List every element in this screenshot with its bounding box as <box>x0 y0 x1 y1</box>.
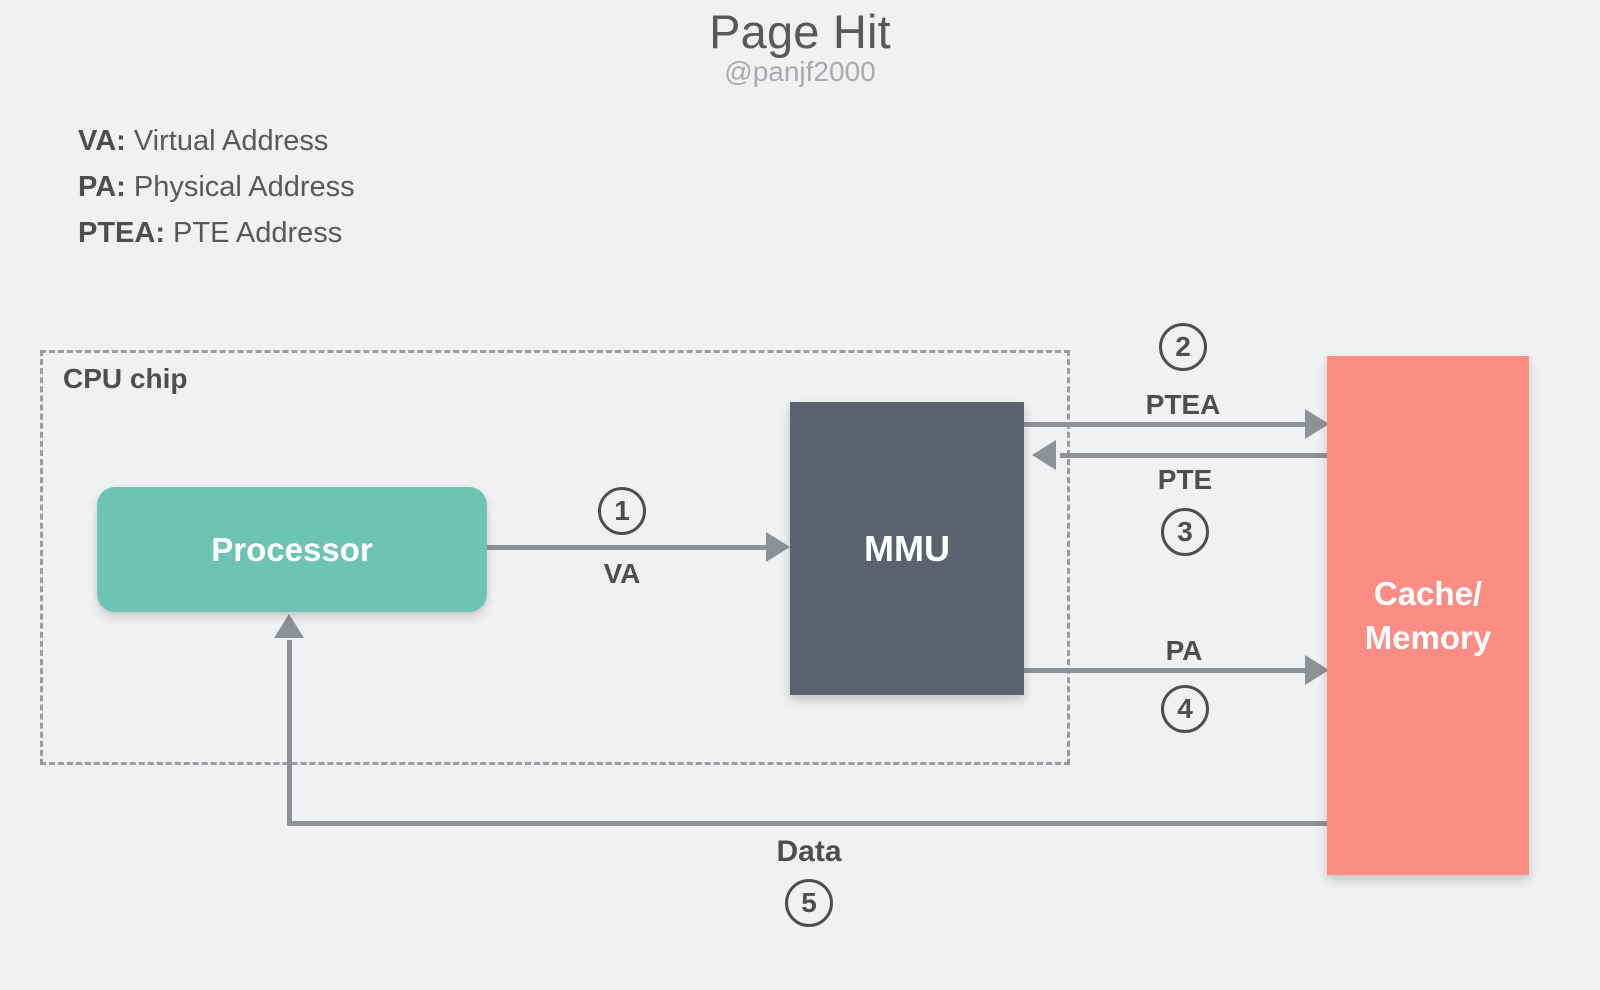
edge-va-arrowhead <box>766 532 790 562</box>
edge-va-line <box>487 545 768 550</box>
edge-pa-line <box>1024 668 1309 673</box>
step-circle-3: 3 <box>1161 508 1209 556</box>
legend-expansion-va: Virtual Address <box>125 125 329 157</box>
edge-data-vline <box>287 640 292 824</box>
node-cache-memory-label-line1: Cache/ <box>1373 574 1483 612</box>
cpu-chip-label: CPU chip <box>63 363 188 394</box>
legend-abbr-va: VA: <box>78 125 126 157</box>
edge-pte-arrowhead <box>1032 440 1056 470</box>
legend: VA: Virtual Address PA: Physical Address… <box>78 118 355 256</box>
node-processor-label: Processor <box>211 530 373 568</box>
edge-label-data: Data <box>776 835 842 868</box>
edge-pa-arrowhead <box>1305 655 1329 685</box>
edge-pte-line <box>1060 453 1330 458</box>
step-circle-5: 5 <box>785 879 833 927</box>
page-title: Page Hit <box>709 5 891 58</box>
edge-ptea-arrowhead <box>1305 409 1329 439</box>
step-circle-4: 4 <box>1161 685 1209 733</box>
page-subtitle-author: @panjf2000 <box>724 56 876 87</box>
node-processor[interactable]: Processor <box>97 487 487 612</box>
legend-expansion-pa: Physical Address <box>125 171 355 203</box>
edge-label-pte: PTE <box>1157 464 1213 495</box>
node-mmu-label: MMU <box>864 527 950 569</box>
edge-label-ptea: PTEA <box>1145 389 1221 420</box>
node-cache-memory[interactable]: Cache/ Memory <box>1327 356 1529 875</box>
node-cache-memory-label-line2: Memory <box>1364 618 1492 656</box>
step-circle-2: 2 <box>1159 323 1207 371</box>
legend-expansion-ptea: PTE Address <box>165 217 343 249</box>
edge-data-arrowhead <box>274 614 304 638</box>
legend-item-va: VA: Virtual Address <box>78 118 355 164</box>
step-circle-1: 1 <box>598 487 646 535</box>
legend-abbr-ptea: PTEA: <box>78 217 165 249</box>
edge-data-hline <box>287 821 1330 826</box>
edge-label-pa: PA <box>1165 635 1203 666</box>
legend-abbr-pa: PA: <box>78 171 126 203</box>
edge-label-va: VA <box>603 558 641 589</box>
legend-item-ptea: PTEA: PTE Address <box>78 210 355 256</box>
legend-item-pa: PA: Physical Address <box>78 164 355 210</box>
cpu-chip-boundary <box>40 350 1070 765</box>
node-mmu[interactable]: MMU <box>790 402 1024 695</box>
edge-ptea-line <box>1024 422 1309 427</box>
